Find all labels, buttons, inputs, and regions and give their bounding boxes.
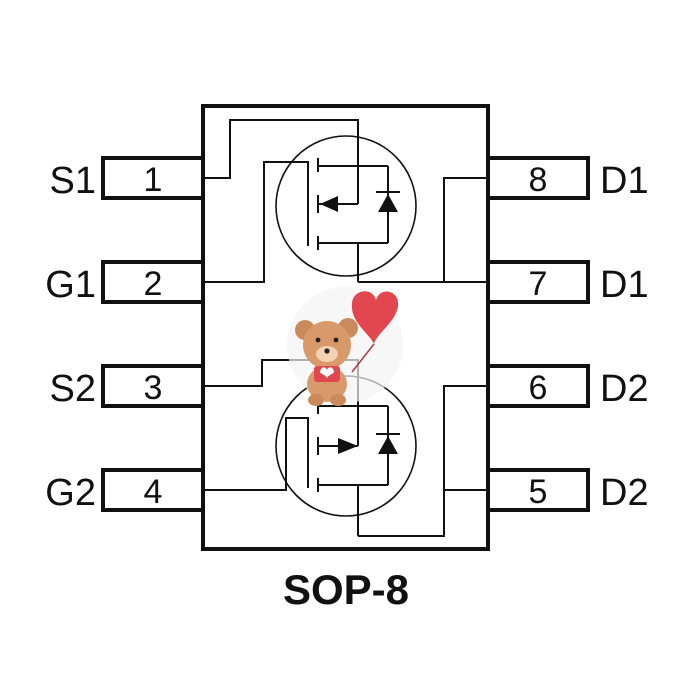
bear-head — [303, 321, 351, 369]
pin-6-name: D2 — [600, 368, 649, 410]
pin-5: 5 D2 — [486, 468, 649, 514]
mosfet-2-diode-icon — [378, 436, 398, 454]
pin-7: 7 D1 — [486, 260, 649, 306]
pin-3-number: 3 — [144, 369, 163, 407]
pin-6-number: 6 — [529, 369, 548, 407]
pin-1: 1 S1 — [50, 156, 205, 202]
pin-3-name: S2 — [50, 368, 96, 410]
mosfet-2-arrow-icon — [338, 438, 358, 454]
pin-8-name: D1 — [600, 160, 649, 202]
pin-7-number: 7 — [529, 265, 548, 303]
mosfet-1-circle — [275, 135, 417, 277]
pin-5-number: 5 — [529, 473, 548, 511]
bear-nose — [324, 348, 330, 354]
package-label: SOP-8 — [283, 566, 409, 613]
pin-7-lead — [486, 260, 590, 304]
pin-6: 6 D2 — [486, 364, 649, 410]
pin-4-lead — [101, 468, 205, 512]
pin-2-name: G1 — [45, 264, 96, 306]
mosfet-1 — [203, 119, 488, 283]
pin-7-name: D1 — [600, 264, 649, 306]
mosfet-1-diode-icon — [378, 194, 398, 212]
mosfet-1-gate-wire — [203, 161, 309, 283]
pin-4-number: 4 — [144, 473, 163, 511]
bear-muzzle — [316, 346, 338, 362]
mosfet-1-arrow-icon — [320, 196, 338, 212]
pin-4: 4 G2 — [45, 468, 205, 514]
drain-2-wire-pin6 — [358, 385, 488, 537]
bear-heart-icon — [320, 367, 334, 378]
bear-eye-left — [315, 337, 321, 343]
drain-1-wire-pin8 — [443, 177, 488, 282]
pin-2-lead — [101, 260, 205, 304]
teddy-bear-with-heart-icon — [287, 287, 403, 406]
pin-2-number: 2 — [144, 265, 163, 303]
bear-foot-right — [330, 394, 346, 406]
pin-8-number: 8 — [529, 161, 548, 199]
pin-4-name: G2 — [45, 472, 96, 514]
mosfet-2-gate-wire — [203, 417, 309, 491]
balloon-string — [351, 343, 375, 373]
mosfet-2 — [203, 359, 488, 537]
pin-2: 2 G1 — [45, 260, 205, 306]
heart-balloon-icon — [351, 291, 399, 344]
pin-1-number: 1 — [144, 161, 163, 199]
pin-1-lead — [101, 156, 205, 200]
pin-3: 3 S2 — [50, 364, 205, 410]
bear-eye-right — [333, 337, 339, 343]
pin-8: 8 D1 — [486, 156, 649, 202]
pin-1-name: S1 — [50, 160, 96, 202]
pin-5-name: D2 — [600, 472, 649, 514]
mosfet-1-source-wire — [203, 119, 359, 179]
bear-foot-left — [308, 394, 324, 406]
